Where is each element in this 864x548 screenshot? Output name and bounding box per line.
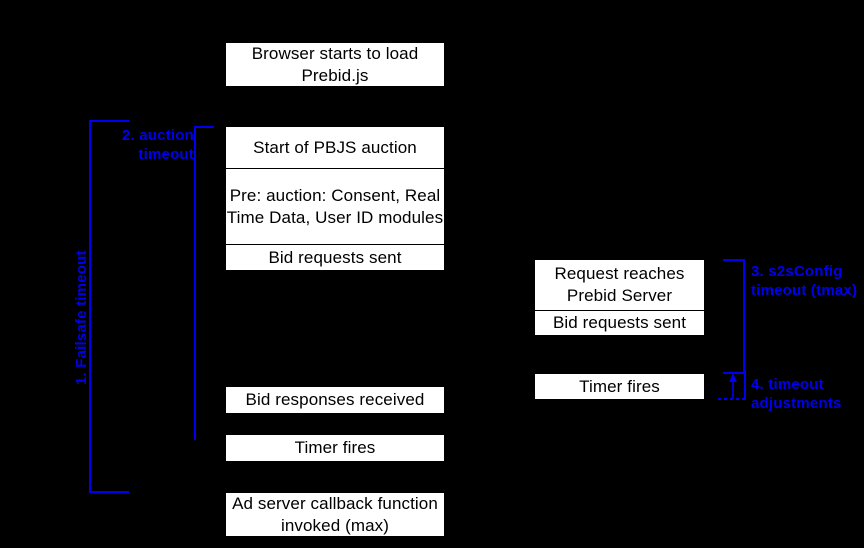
client-timer-fires-label: Timer fires [294, 438, 376, 458]
server-request-stack: Request reaches Prebid Server Bid reques… [534, 259, 705, 336]
request-reaches-prebid-server-cell: Request reaches Prebid Server [535, 260, 704, 310]
ad-server-callback-label: Ad server callback function invoked (max… [232, 493, 438, 535]
browser-loads-prebid-box: Browser starts to load Prebid.js [225, 42, 445, 87]
auction-timeout-bracket [194, 126, 214, 440]
timeout-adjustments-label: 4. timeout adjustments [751, 376, 842, 412]
client-bid-requests-sent-label: Bid requests sent [268, 247, 402, 267]
browser-loads-prebid-label: Browser starts to load Prebid.js [251, 43, 419, 85]
client-timer-fires-box: Timer fires [225, 434, 445, 462]
failsafe-timeout-bracket [89, 120, 129, 493]
server-timer-fires-label: Timer fires [579, 376, 660, 396]
s2sconfig-timeout-bracket [723, 259, 745, 374]
auction-timeout-label: 2. auction timeout [121, 127, 194, 163]
start-pbjs-auction-label: Start of PBJS auction [253, 137, 417, 157]
start-pbjs-auction-cell: Start of PBJS auction [226, 127, 444, 168]
pre-auction-modules-label: Pre: auction: Consent, Real Time Data, U… [226, 185, 444, 227]
server-timer-fires-box: Timer fires [534, 373, 705, 400]
server-bid-requests-sent-label: Bid requests sent [552, 313, 687, 333]
request-reaches-prebid-server-label: Request reaches Prebid Server [554, 264, 685, 305]
server-bid-requests-sent-cell: Bid requests sent [535, 310, 704, 335]
ad-server-callback-box: Ad server callback function invoked (max… [225, 492, 445, 537]
s2sconfig-timeout-label: 3. s2sConfig timeout (tmax) [751, 263, 858, 299]
pre-auction-modules-cell: Pre: auction: Consent, Real Time Data, U… [226, 168, 444, 244]
client-bid-requests-sent-cell: Bid requests sent [226, 244, 444, 270]
client-auction-stack: Start of PBJS auction Pre: auction: Cons… [225, 126, 445, 271]
timeout-adjustments-arrow [712, 370, 754, 404]
failsafe-timeout-label: 1. Failsafe timeout [73, 250, 90, 385]
bid-responses-received-box: Bid responses received [225, 386, 445, 414]
bid-responses-received-label: Bid responses received [245, 390, 425, 410]
